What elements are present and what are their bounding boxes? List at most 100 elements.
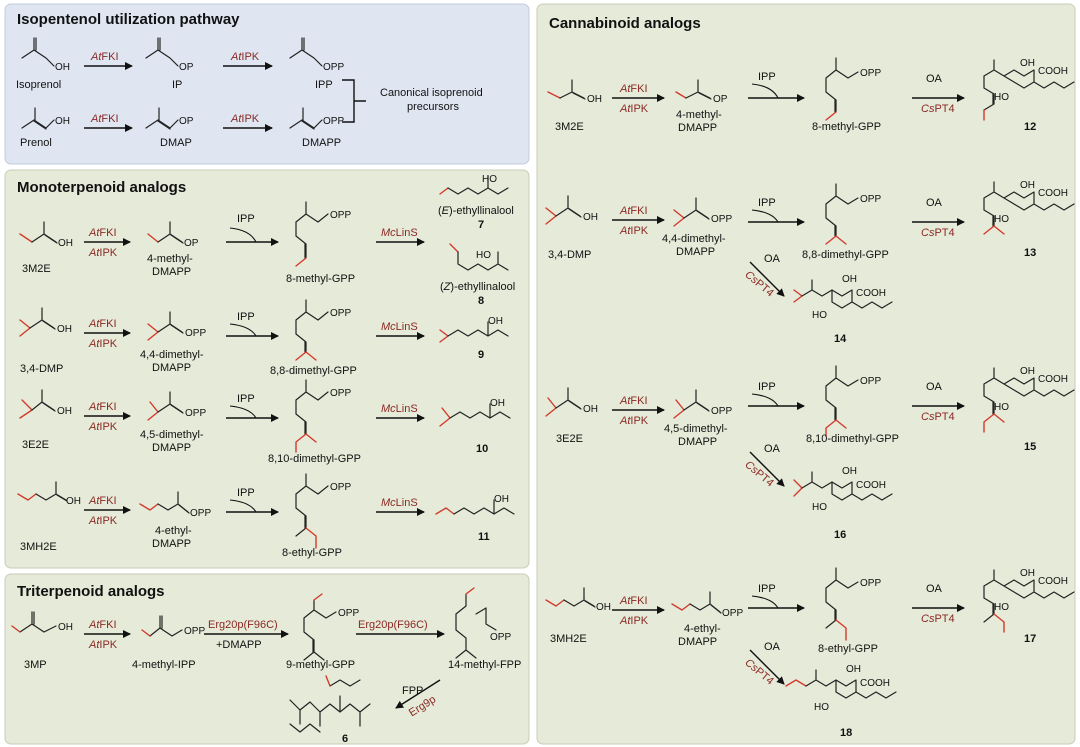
dmapp-label: DMAPP	[302, 137, 341, 149]
group-cooh: COOH	[860, 678, 890, 689]
gpp-label: 8-ethyl-GPP	[282, 547, 342, 559]
intermediate-label-line2: DMAPP	[678, 122, 717, 134]
enzyme-aipk-label: AtIPK	[619, 615, 649, 627]
cofactor-ipp-label: IPP	[758, 583, 776, 595]
intermediate-label-line1: 4-methyl-	[676, 109, 722, 121]
group-op: OP	[179, 116, 194, 127]
gpp-label: 8,8-dimethyl-GPP	[802, 249, 889, 261]
group-oh: OH	[1020, 58, 1035, 69]
substrate-label: 3,4-DMP	[548, 249, 591, 261]
monoterpenoid-row-34dmp: OH 3,4-DMP AtFKI AtIPK OPP 4,4-dimethyl-…	[19, 299, 509, 377]
isoprenol-label: Isoprenol	[16, 79, 61, 91]
enzyme-afki-label: AtFKI	[619, 83, 648, 95]
cofactor-oa-label: OA	[764, 443, 781, 455]
enzyme-erg20-label: Erg20p(F96C)	[208, 619, 278, 631]
group-oh: OH	[57, 406, 72, 417]
group-ho: HO	[482, 174, 497, 185]
substrate-label: 3M2E	[22, 263, 51, 275]
enzyme-afki-label: AtFKI	[90, 51, 119, 63]
group-oh: OH	[1020, 366, 1035, 377]
intermediate-label-line2: DMAPP	[678, 436, 717, 448]
cofactor-oa-label: OA	[926, 197, 943, 209]
cannabinoid-row-3e2e: OH 3E2E AtFKI AtIPK OPP 4,5-dimethyl- DM…	[545, 365, 1075, 541]
gpp-label: 8-methyl-GPP	[812, 121, 881, 133]
group-opp: OPP	[184, 626, 205, 637]
enzyme-afki-label: AtFKI	[88, 318, 117, 330]
isopentenol-row-isoprenol: OH Isoprenol AtFKI OP IP AtIPK OPP IPP	[16, 37, 344, 91]
intermediate-label-line2: DMAPP	[152, 538, 191, 550]
cofactor-ipp-label: IPP	[758, 71, 776, 83]
group-opp: OPP	[323, 116, 344, 127]
group-op: OP	[713, 94, 728, 105]
group-opp: OPP	[860, 376, 881, 387]
intermediate-label-line2: DMAPP	[676, 246, 715, 258]
gpp-label: 9-methyl-GPP	[286, 659, 355, 671]
product-number: 10	[476, 443, 488, 455]
z-ethyllinalool-label: (Z)-ethyllinalool	[440, 281, 515, 293]
group-opp: OPP	[190, 508, 211, 519]
cofactor-ipp-label: IPP	[237, 213, 255, 225]
group-ho: HO	[994, 214, 1009, 225]
enzyme-aipk-label: AtIPK	[230, 113, 260, 125]
cofactor-ipp-label: IPP	[758, 197, 776, 209]
intermediate-label-line1: 4,4-dimethyl-	[662, 233, 726, 245]
intermediate-label-line2: DMAPP	[678, 636, 717, 648]
gpp-label: 8,8-dimethyl-GPP	[270, 365, 357, 377]
group-ho: HO	[812, 502, 827, 513]
group-cooh: COOH	[856, 480, 886, 491]
group-oh: OH	[1020, 180, 1035, 191]
enzyme-aipk-label: AtIPK	[88, 639, 118, 651]
group-op: OP	[179, 62, 194, 73]
gpp-label: 8-methyl-GPP	[286, 273, 355, 285]
group-oh: OH	[57, 324, 72, 335]
group-opp: OPP	[711, 214, 732, 225]
enzyme-afki-label: AtFKI	[88, 619, 117, 631]
cofactor-ipp-label: IPP	[237, 487, 255, 499]
enzyme-mclins-label: McLinS	[381, 321, 418, 333]
cofactor-curve	[229, 227, 257, 243]
enzyme-aipk-label: AtIPK	[230, 51, 260, 63]
group-cooh: COOH	[856, 288, 886, 299]
cannabinoid-row-3m2e: OH 3M2E AtFKI AtIPK OP 4-methyl- DMAPP I…	[547, 57, 1075, 134]
cofactor-ipp-label: IPP	[758, 381, 776, 393]
enzyme-aipk-label: AtIPK	[88, 247, 118, 259]
enzyme-afki-label: AtFKI	[90, 113, 119, 125]
group-opp: OPP	[860, 578, 881, 589]
enzyme-cspt4-label: CsPT4	[921, 411, 955, 423]
product-number: 13	[1024, 247, 1036, 259]
cofactor-curve	[751, 209, 779, 223]
enzyme-cspt4-label: CsPT4	[921, 103, 955, 115]
group-opp: OPP	[330, 308, 351, 319]
product-number: 12	[1024, 121, 1036, 133]
group-oh: OH	[583, 212, 598, 223]
enzyme-aipk-label: AtIPK	[619, 225, 649, 237]
enzyme-aipk-label: AtIPK	[88, 515, 118, 527]
enzyme-aipk-label: AtIPK	[619, 415, 649, 427]
substrate-label: 3E2E	[22, 439, 49, 451]
cofactor-curve	[229, 323, 257, 337]
cannabinoid-row-3mh2e: OH 3MH2E AtFKI AtIPK OPP 4-ethyl- DMAPP …	[545, 567, 1075, 739]
group-oh: OH	[1020, 568, 1035, 579]
ip-label: IP	[172, 79, 182, 91]
intermediate-label-line1: 4,4-dimethyl-	[140, 349, 204, 361]
group-oh: OH	[596, 602, 611, 613]
reaction-arrow	[749, 649, 785, 685]
enzyme-afki-label: AtFKI	[619, 595, 648, 607]
enzyme-aipk-label: AtIPK	[88, 338, 118, 350]
cannabinoid-row-34dmp: OH 3,4-DMP AtFKI AtIPK OPP 4,4-dimethyl-…	[545, 180, 1075, 345]
product-number: 11	[478, 531, 490, 543]
cofactor-oa-label: OA	[764, 253, 781, 265]
monoterpenoid-panel-title: Monoterpenoid analogs	[17, 179, 186, 196]
group-op: OP	[184, 238, 199, 249]
enzyme-afki-label: AtFKI	[88, 495, 117, 507]
enzyme-afki-label: AtFKI	[619, 395, 648, 407]
substrate-label: 3MH2E	[550, 633, 587, 645]
enzyme-afki-label: AtFKI	[619, 205, 648, 217]
group-opp: OPP	[711, 406, 732, 417]
enzyme-aipk-label: AtIPK	[619, 103, 649, 115]
group-ho: HO	[814, 702, 829, 713]
group-oh: OH	[58, 238, 73, 249]
group-cooh: COOH	[1038, 374, 1068, 385]
enzyme-erg20-label: Erg20p(F96C)	[358, 619, 428, 631]
cofactor-oa-label: OA	[926, 381, 943, 393]
